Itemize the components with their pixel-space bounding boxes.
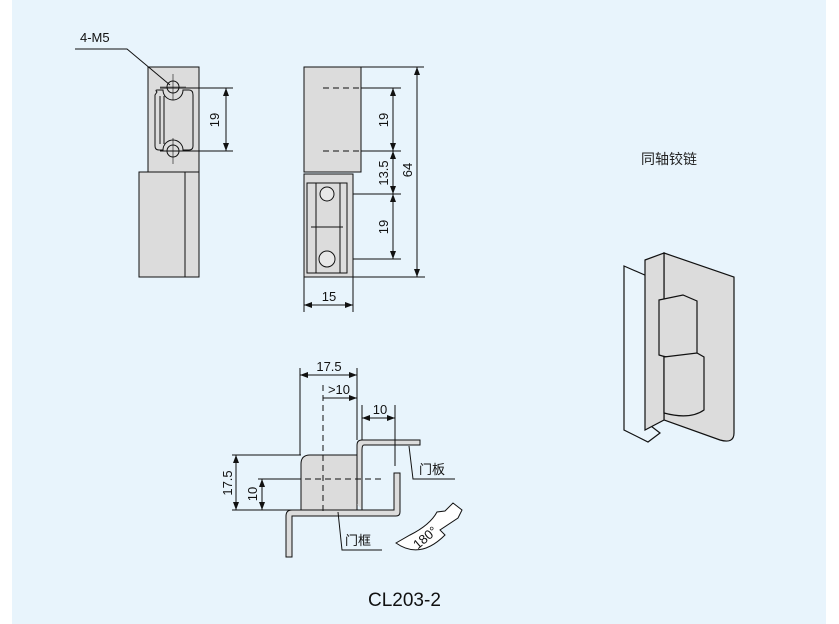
product-name: 同轴铰链: [641, 151, 697, 167]
door-panel-label: 门板: [419, 462, 445, 477]
hinge-isometric: [623, 252, 735, 443]
front-view: [303, 66, 425, 312]
dim-mid-pitch-lower: 19: [376, 220, 391, 234]
top-view: [232, 368, 463, 558]
door-frame-label: 门框: [345, 533, 371, 548]
dim-mid-pitch-upper: 19: [376, 113, 391, 127]
dim-width: 15: [322, 289, 336, 304]
dim-bottom-height: 17.5: [220, 470, 235, 495]
dim-overall-height: 64: [400, 163, 415, 177]
dim-bottom-width: 17.5: [316, 359, 341, 374]
dim-left-pitch: 19: [207, 113, 222, 127]
dim-bottom-axis: 10: [245, 487, 260, 501]
model-title: CL203-2: [368, 590, 441, 611]
dim-bottom-offset: >10: [328, 382, 350, 397]
thread-label: 4-M5: [80, 30, 110, 45]
dim-mid-offset: 13.5: [376, 160, 391, 185]
left-view: [75, 48, 233, 278]
dim-gap: 10: [373, 402, 387, 417]
